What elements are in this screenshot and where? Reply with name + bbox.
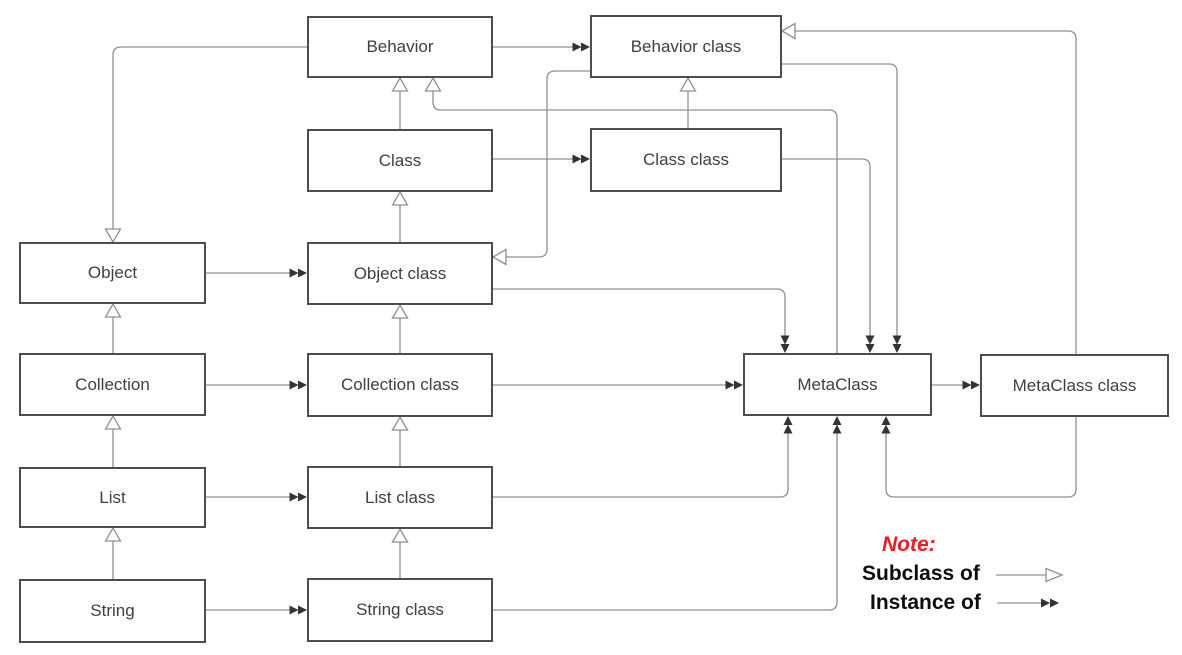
subclass-of-open-arrow-icon bbox=[995, 567, 1064, 582]
edge-string-to-string-class bbox=[206, 605, 307, 615]
node-class: Class bbox=[307, 129, 493, 192]
edge-behavior-class-to-object-class bbox=[491, 70, 590, 266]
legend-title: Note: bbox=[882, 533, 936, 556]
node-list-class: List class bbox=[307, 466, 493, 529]
edge-collection-to-object bbox=[104, 302, 122, 353]
edge-behavior-to-object bbox=[104, 46, 307, 244]
node-object-class: Object class bbox=[307, 242, 493, 305]
node-collection: Collection bbox=[19, 353, 206, 416]
node-string: String bbox=[19, 579, 206, 643]
legend-label-subclass-of: Subclass of bbox=[862, 562, 980, 586]
node-behavior: Behavior bbox=[307, 16, 493, 78]
edge-metaclass-to-behavior bbox=[424, 76, 838, 353]
node-class-class: Class class bbox=[590, 128, 782, 192]
edge-class-to-behavior bbox=[391, 76, 409, 129]
edge-class-class-to-behavior-class bbox=[679, 76, 697, 128]
edge-collection-to-collection-class bbox=[206, 380, 307, 390]
edge-string-class-to-list-class bbox=[391, 527, 409, 578]
node-string-class: String class bbox=[307, 578, 493, 642]
edge-string-class-to-metaclass bbox=[493, 416, 842, 611]
legend-item-subclass-of: Subclass of bbox=[862, 560, 1067, 588]
instance-of-double-arrow-icon bbox=[996, 598, 1059, 608]
edge-list-class-to-collection-class bbox=[391, 415, 409, 466]
edge-list-class-to-metaclass bbox=[493, 416, 793, 498]
legend: Note: Subclass of Instance of bbox=[862, 531, 1067, 617]
node-metaclass: MetaClass bbox=[743, 353, 932, 416]
node-collection-class: Collection class bbox=[307, 353, 493, 417]
edge-class-class-to-metaclass bbox=[782, 158, 875, 353]
legend-item-instance-of: Instance of bbox=[870, 589, 1067, 617]
edge-object-class-to-metaclass bbox=[493, 288, 790, 353]
edge-collection-class-to-object-class bbox=[391, 303, 409, 353]
edge-list-to-list-class bbox=[206, 492, 307, 502]
edge-object-class-to-class bbox=[391, 190, 409, 242]
edge-collection-class-to-metaclass bbox=[493, 380, 743, 390]
node-metaclass-class: MetaClass class bbox=[980, 354, 1169, 417]
edge-string-to-list bbox=[104, 526, 122, 579]
edge-object-to-object-class bbox=[206, 268, 307, 278]
edge-metaclass-class-to-behavior-class bbox=[780, 22, 1077, 354]
edge-list-to-collection bbox=[104, 414, 122, 467]
edge-metaclass-to-metaclass-class bbox=[932, 380, 980, 390]
edge-behavior-to-behavior-class bbox=[493, 42, 590, 52]
node-list: List bbox=[19, 467, 206, 528]
node-behavior-class: Behavior class bbox=[590, 15, 782, 78]
edge-behavior-class-to-metaclass bbox=[782, 63, 902, 353]
legend-label-instance-of: Instance of bbox=[870, 590, 981, 614]
node-object: Object bbox=[19, 242, 206, 304]
edge-class-to-class-class bbox=[493, 154, 590, 164]
edge-metaclass-class-to-metaclass bbox=[881, 416, 1077, 498]
